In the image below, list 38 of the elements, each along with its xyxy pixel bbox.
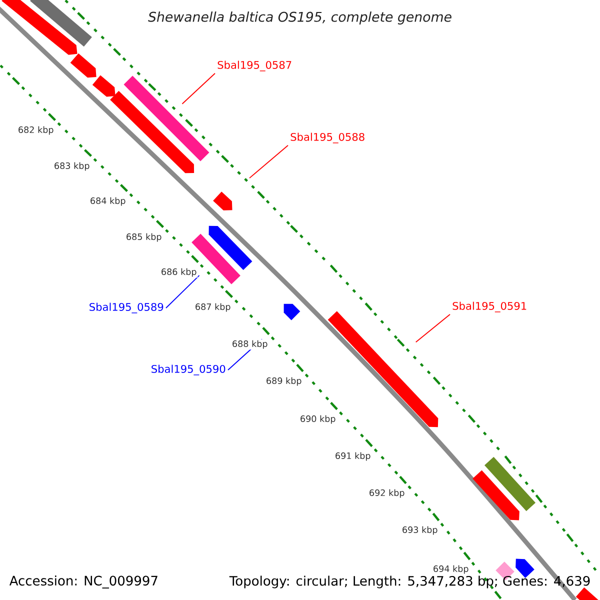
gene-bar [576,587,600,600]
gene-label: Sbal195_0587 [218,60,292,72]
gene-label: Sbal195_0591 [452,302,526,312]
gene-bar [124,76,210,162]
tick-label: 691 kbp [334,451,372,462]
accession-text: Accession: NC_009997 [9,576,158,588]
tick-label: 690 kbp [299,414,337,425]
tick-label: 688 kbp [231,339,269,350]
gene-segment [208,226,252,270]
genome-info-text: Topology: circular; Length: 5,347,283 bp; Genes: 4,639 [229,576,590,588]
tick-label: 689 kbp [265,376,303,387]
gene-segment [70,53,96,78]
title: Shewanella baltica OS195, complete genome [148,12,452,24]
gene-segment [92,75,116,97]
gene-segment [2,0,78,55]
gene-segment [516,558,534,578]
gene-bar [484,456,536,512]
gene-label: Sbal195_0589 [90,302,164,314]
tick-label: 686 kbp [160,267,198,278]
tick-label: 684 kbp [89,196,127,207]
leader-line [415,314,450,343]
leader-line [166,274,200,308]
tick-label: 685 kbp [125,232,163,243]
tick-label: 682 kbp [17,125,55,136]
gene-bar [30,0,92,47]
gene-segment [284,304,300,320]
tick-label: 693 kbp [401,525,439,536]
gene-label: Sbal195_0588 [290,132,364,144]
leader-line [249,144,288,179]
gene-label: Sbal195_0590 [152,364,226,376]
gene-segment [213,192,232,210]
tick-label: 694 kbp [432,564,470,575]
leader-line [182,72,216,104]
gene-segment [110,90,194,174]
tick-label: 683 kbp [53,161,91,172]
gene-segment [472,470,520,520]
tick-label: 687 kbp [194,302,232,313]
tick-label: 692 kbp [368,488,406,499]
